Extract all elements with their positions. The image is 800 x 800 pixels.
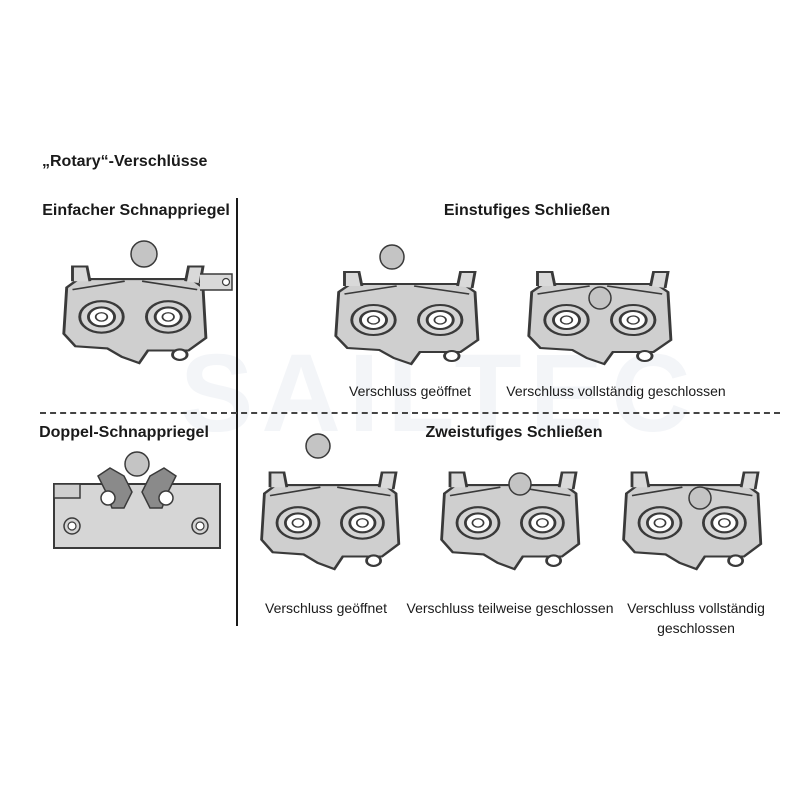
caption-two-partial: Verschluss teilweise geschlossen [406, 600, 614, 616]
heading-double-latch: Doppel-Schnappriegel [39, 424, 209, 441]
striker-pin-icon [688, 486, 712, 510]
caption-two-closed-line2: geschlossen [657, 620, 735, 636]
caption-two-closed-line1: Verschluss vollständig [627, 600, 765, 616]
striker-pin-icon [305, 433, 331, 459]
heading-single-stage: Einstufiges Schließen [443, 202, 611, 219]
striker-pin-icon [508, 472, 532, 496]
two-stage-closed-illustration [622, 471, 763, 571]
heading-single-latch: Einfacher Schnappriegel [42, 202, 230, 219]
caption-single-open: Verschluss geöffnet [349, 383, 471, 399]
striker-pin-icon [588, 286, 612, 310]
caption-two-open: Verschluss geöffnet [265, 600, 387, 616]
caption-two-closed: Verschluss vollständig geschlossen [627, 600, 765, 636]
heading-two-stage: Zweistufiges Schließen [425, 424, 603, 441]
row-divider [40, 412, 780, 414]
single-stage-closed-illustration [527, 270, 673, 366]
striker-pin-icon [130, 240, 158, 268]
single-latch-illustration [62, 240, 233, 365]
striker-pin-icon [124, 451, 150, 477]
caption-single-closed: Verschluss vollständig geschlossen [506, 383, 726, 399]
two-stage-open-illustration [260, 433, 401, 571]
single-stage-open-illustration [334, 244, 480, 366]
two-stage-partial-illustration [440, 471, 581, 571]
page-title: „Rotary“-Verschlüsse [42, 153, 208, 170]
double-latch-illustration [53, 451, 221, 549]
striker-pin-icon [379, 244, 405, 270]
